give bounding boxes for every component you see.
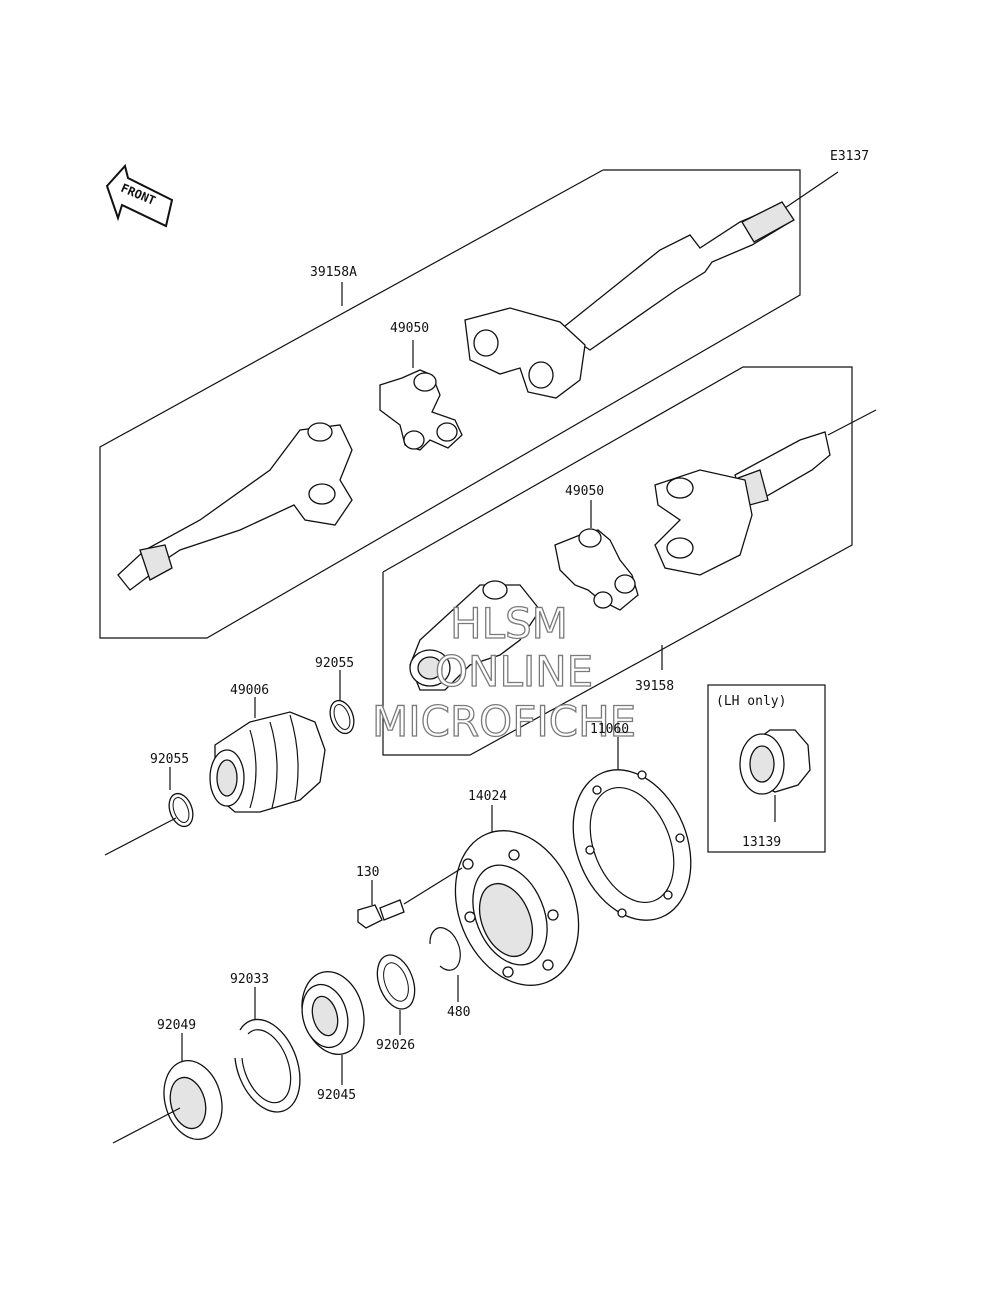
universal-joint-upper	[379, 369, 463, 451]
label-49050-lower: 49050	[565, 484, 604, 499]
watermark-line-3: MICROFICHE	[372, 697, 636, 746]
diagram-code: E3137	[830, 149, 869, 164]
o-ring-left	[168, 792, 194, 828]
watermark: HLSM ONLINE MICROFICHE	[371, 598, 636, 746]
label-39158a: 39158A	[310, 265, 357, 280]
label-92055-right: 92055	[315, 656, 354, 671]
label-39158: 39158	[635, 679, 674, 694]
snap-ring-480	[429, 927, 461, 971]
hub-13139	[739, 729, 811, 795]
circlip-92033	[234, 1018, 301, 1113]
shaft-assembly-39158a-group: 39158A 49050	[99, 169, 839, 639]
label-480: 480	[447, 1005, 470, 1020]
housing-14024	[454, 830, 580, 986]
label-92055-left: 92055	[150, 752, 189, 767]
label-92026: 92026	[376, 1038, 415, 1053]
shaft-assembly-39158-group: 39158 49050	[382, 366, 877, 756]
shim-92026	[376, 954, 416, 1010]
o-ring-right	[329, 699, 355, 735]
label-14024: 14024	[468, 789, 507, 804]
gasket-11060	[572, 769, 692, 921]
label-92049: 92049	[157, 1018, 196, 1033]
label-49006: 49006	[230, 683, 269, 698]
front-arrow-icon: FRONT	[105, 163, 174, 228]
bearing-92045	[301, 971, 365, 1055]
watermark-line-2: ONLINE	[435, 647, 593, 696]
label-13139: 13139	[742, 835, 781, 850]
oil-seal-92049	[163, 1060, 223, 1140]
label-92033: 92033	[230, 972, 269, 987]
lh-only-label: (LH only)	[716, 694, 786, 709]
label-92045: 92045	[317, 1088, 356, 1103]
watermark-line-1: HLSM	[450, 599, 568, 648]
universal-joint-lower	[554, 528, 639, 611]
boot-49006	[209, 711, 326, 813]
label-49050-upper: 49050	[390, 321, 429, 336]
bolt-130	[357, 867, 463, 929]
label-11060: 11060	[590, 722, 629, 737]
label-130: 130	[356, 865, 379, 880]
lh-only-inset: (LH only) 13139	[707, 684, 826, 853]
